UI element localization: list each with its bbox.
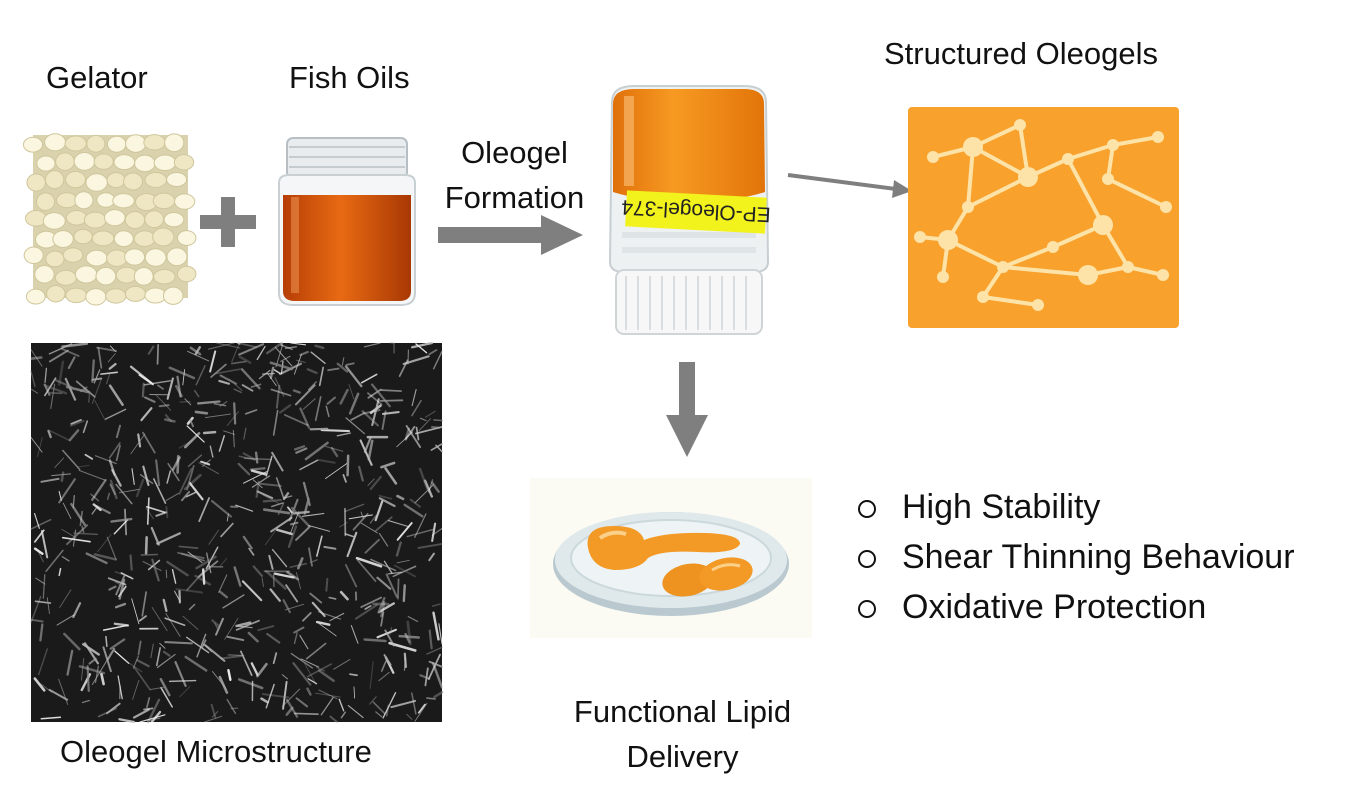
bullet-icon bbox=[858, 550, 876, 568]
property-text: Oxidative Protection bbox=[902, 588, 1207, 626]
fish-oil-jar-image bbox=[278, 137, 416, 306]
property-text: High Stability bbox=[902, 488, 1101, 526]
properties-list: High Stability Shear Thinning Behaviour … bbox=[858, 482, 1295, 632]
fish-oils-label: Fish Oils bbox=[289, 60, 410, 95]
oleogel-formation-line2: Formation bbox=[444, 180, 585, 215]
oleogel-network-diagram bbox=[908, 107, 1179, 328]
gelator-label: Gelator bbox=[46, 60, 148, 95]
delivery-label: Functional Lipid Delivery bbox=[540, 689, 825, 779]
oleogel-formation-label: Oleogel Formation bbox=[432, 130, 597, 220]
gelator-pellets-image bbox=[22, 133, 197, 306]
delivery-arrow bbox=[666, 362, 708, 457]
list-item: High Stability bbox=[858, 482, 1295, 532]
formation-arrow bbox=[438, 215, 583, 255]
delivery-plate-image bbox=[530, 478, 812, 638]
oleogel-jar-image: EP-Oleogel-374 bbox=[608, 85, 771, 335]
list-item: Oxidative Protection bbox=[858, 582, 1295, 632]
list-item: Shear Thinning Behaviour bbox=[858, 532, 1295, 582]
delivery-label-line1: Functional Lipid bbox=[573, 694, 792, 729]
bullet-icon bbox=[858, 600, 876, 618]
oleogel-microstructure-image bbox=[29, 341, 444, 724]
bullet-icon bbox=[858, 500, 876, 518]
property-text: Shear Thinning Behaviour bbox=[902, 538, 1295, 576]
delivery-label-line2: Delivery bbox=[626, 739, 739, 774]
structure-arrow bbox=[787, 173, 912, 198]
microstructure-label: Oleogel Microstructure bbox=[60, 734, 372, 769]
oleogel-formation-line1: Oleogel bbox=[461, 135, 568, 170]
plus-icon bbox=[200, 197, 256, 247]
structured-oleogels-label: Structured Oleogels bbox=[884, 36, 1158, 71]
